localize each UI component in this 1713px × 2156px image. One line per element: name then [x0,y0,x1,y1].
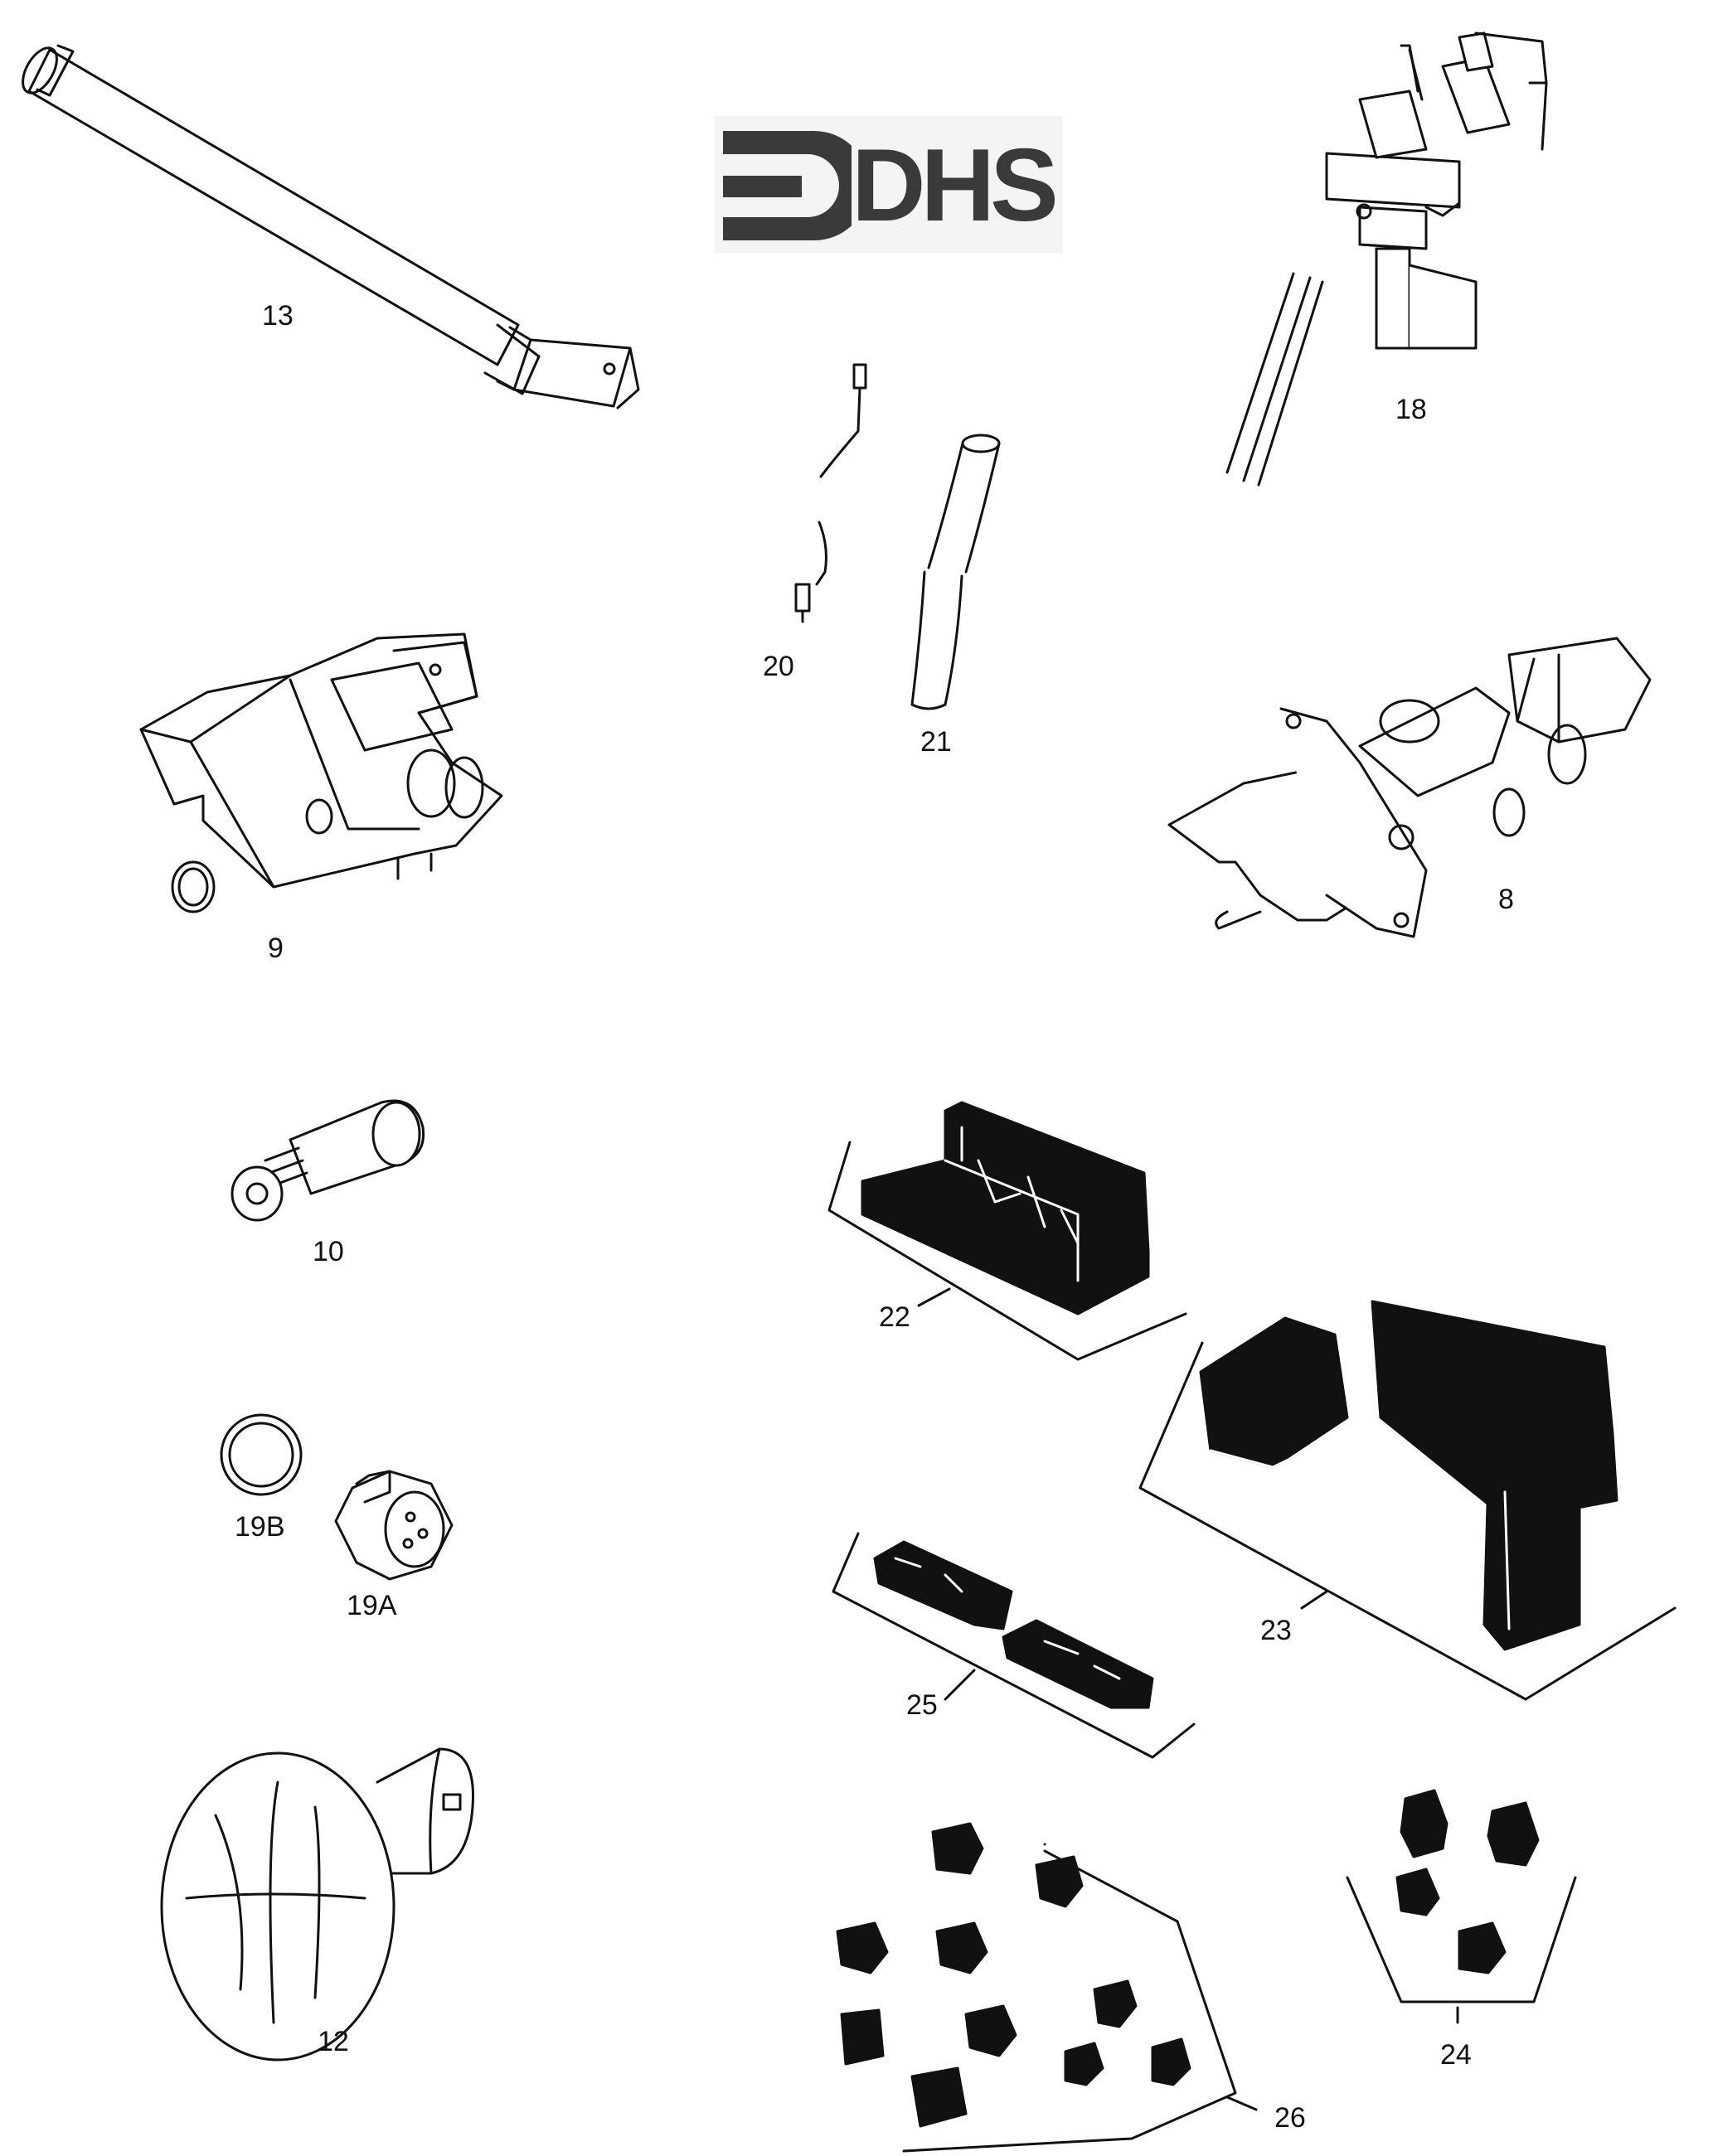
callout-19B: 19B [235,1511,285,1543]
callout-9: 9 [268,933,284,964]
callout-19A: 19A [347,1590,397,1621]
control-knob-drawing [160,1747,474,2062]
injector-drawing [231,1099,425,1222]
washer-drawing [220,1413,303,1496]
embers-26-drawing [836,1822,1258,2153]
callout-22: 22 [879,1301,910,1333]
callout-25: 25 [906,1689,938,1721]
callout-23: 23 [1260,1615,1292,1646]
callout-26: 26 [1274,2102,1306,2134]
gas-valve-drawing [139,632,503,913]
logo-mark-icon [723,131,869,240]
wire-drawing [794,363,867,623]
valve-fittings-drawing [1167,637,1652,938]
callout-10: 10 [313,1236,344,1267]
jet-nut-drawing [334,1470,454,1581]
back-panels-drawing [1138,1300,1677,1701]
logo-text: DHS [852,128,1059,243]
callout-20: 20 [763,651,794,682]
embers-24-drawing [1346,1789,1577,2024]
callout-21: 21 [920,726,952,758]
callout-12: 12 [318,2026,349,2057]
callout-18: 18 [1395,394,1427,425]
burner-tube-drawing [22,44,640,409]
callout-13: 13 [262,300,294,332]
dhs-logo: DHS [715,116,1063,253]
pilot-assembly-drawing [1225,31,1548,487]
log-set-22-drawing [827,1101,1187,1361]
ember-strips-drawing [832,1532,1196,1759]
callout-8: 8 [1498,884,1514,915]
callout-24: 24 [1440,2039,1472,2071]
hose-drawing [910,434,1001,710]
